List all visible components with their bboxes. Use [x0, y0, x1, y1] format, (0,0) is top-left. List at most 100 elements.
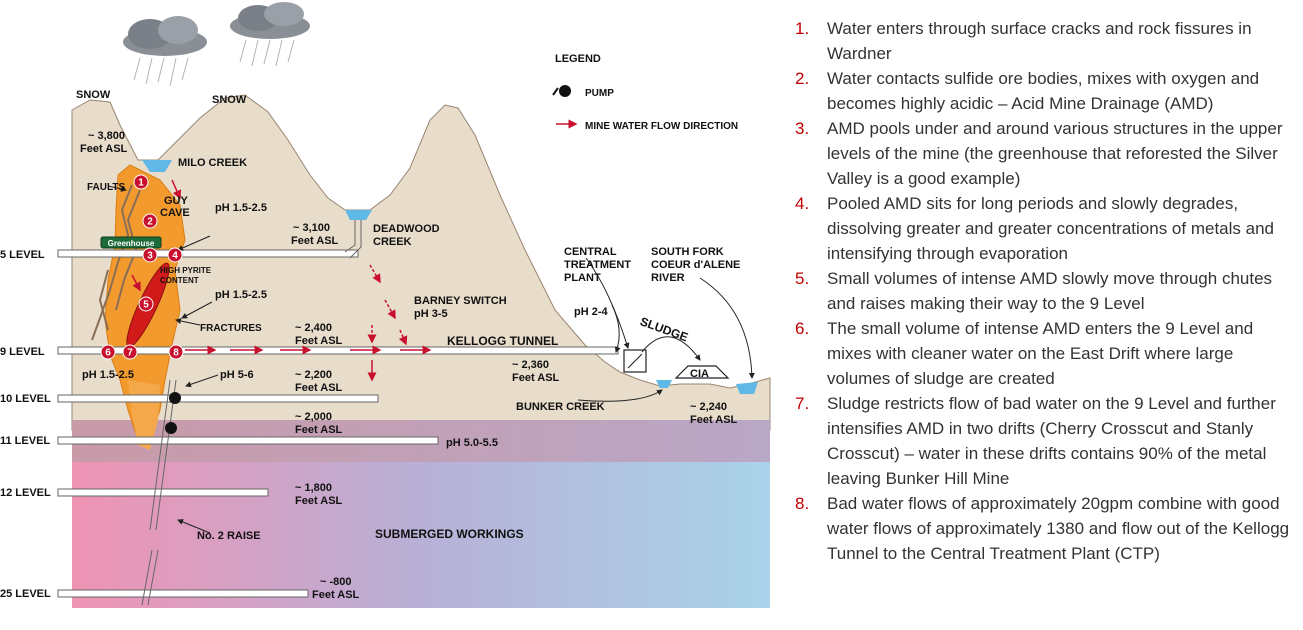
high-pyrite-line2: CONTENT: [160, 276, 199, 285]
marker-label-2: 2: [147, 217, 153, 228]
central-plant-line3: PLANT: [564, 272, 601, 284]
note-item: 3.AMD pools under and around various str…: [795, 116, 1295, 191]
elev-2000-line2: Feet ASL: [295, 424, 343, 436]
level-5-label: 5 LEVEL: [0, 249, 45, 261]
marker-label-4: 4: [172, 251, 178, 262]
level-9-label: 9 LEVEL: [0, 346, 45, 358]
marker-circle-5: [138, 296, 154, 312]
central-plant-line2: TREATMENT: [564, 259, 631, 271]
pointer-lines: [107, 185, 755, 534]
note-text: Water contacts sulfide ore bodies, mixes…: [827, 69, 1260, 113]
marker-label-8: 8: [173, 348, 179, 359]
elev-2240-line1: ~ 2,240: [690, 401, 727, 413]
faults-label: FAULTS: [87, 182, 125, 193]
ph-guy-cave: pH 1.5-2.5: [215, 202, 267, 214]
note-item: 5. Small volumes of intense AMD slowly mo…: [795, 266, 1295, 316]
elev-3800-line1: ~ 3,800: [88, 130, 125, 142]
elev-2200-line2: Feet ASL: [295, 382, 343, 394]
snow-right-label: SNOW: [212, 94, 247, 106]
note-item: 7. Sludge restricts flow of bad water on …: [795, 391, 1295, 491]
ph-5-6: pH 5-6: [220, 369, 254, 381]
marker-label-3: 3: [147, 251, 153, 262]
note-item: 4. Pooled AMD sits for long periods and s…: [795, 191, 1295, 266]
marker-circle-4: [167, 247, 183, 263]
marker-circle-2: [142, 213, 158, 229]
level-25-label: 25 LEVEL: [0, 588, 51, 600]
note-text: Pooled AMD sits for long periods and slo…: [827, 194, 1274, 263]
marker-circle-3: [142, 247, 158, 263]
sludge-arc: [641, 336, 701, 361]
snow-left-label: SNOW: [76, 89, 111, 101]
note-text: Bad water flows of approximately 20gpm c…: [827, 494, 1290, 563]
process-notes-list: 1. Water enters through surface cracks an…: [795, 16, 1295, 566]
cia-label: CIA: [690, 368, 709, 380]
high-pyrite-line1: HIGH PYRITE: [160, 266, 212, 275]
note-number: 1.: [795, 19, 810, 38]
elev-2360-line2: Feet ASL: [512, 372, 560, 384]
elev-800-line2: Feet ASL: [312, 589, 360, 601]
note-number: 8.: [795, 494, 810, 513]
legend-flow-label: MINE WATER FLOW DIRECTION: [585, 121, 738, 132]
greenhouse-box: [100, 236, 162, 249]
rain-cloud-right: [230, 2, 310, 67]
marker-circle-7: [122, 344, 138, 360]
pump-icon: [165, 392, 181, 434]
marker-label-6: 6: [105, 348, 111, 359]
level-10-label: 10 LEVEL: [0, 393, 51, 405]
marker-label-7: 7: [127, 348, 133, 359]
fractures-label: FRACTURES: [200, 323, 262, 334]
deadwood-creek-water: [345, 210, 372, 220]
elev-1800-line1: ~ 1,800: [295, 482, 332, 494]
note-number: 3.: [795, 119, 810, 138]
elev-2400-line2: Feet ASL: [295, 335, 343, 347]
legend-pump-icon: [552, 85, 571, 97]
marker-circle-1: [133, 174, 149, 190]
flow-arrows: [131, 179, 432, 382]
note-text: Small volumes of intense AMD slowly move…: [827, 269, 1273, 313]
greenhouse-label: Greenhouse: [108, 239, 155, 248]
kellogg-tunnel-label: KELLOGG TUNNEL: [447, 334, 558, 348]
marker-circle-6: [100, 344, 116, 360]
marker-label-5: 5: [143, 300, 149, 311]
submerged-region: [72, 462, 770, 608]
south-fork-line3: RIVER: [651, 272, 685, 284]
raise-label: No. 2 RAISE: [197, 530, 261, 542]
rain-cloud-left: [123, 16, 207, 87]
ph-2-4: pH 2-4: [574, 306, 609, 318]
elev-2240-line2: Feet ASL: [690, 414, 738, 426]
note-item: 6. The small volume of intense AMD enters…: [795, 316, 1295, 391]
elev-800-line1: ~ -800: [320, 576, 352, 588]
sludge-label: SLUDGE: [638, 314, 690, 344]
barney-switch-line1: BARNEY SWITCH: [414, 295, 507, 307]
note-number: 5.: [795, 269, 810, 288]
deadwood-line1: DEADWOOD: [373, 223, 440, 235]
deadwood-line2: CREEK: [373, 236, 412, 248]
legend-title: LEGEND: [555, 53, 601, 65]
elev-2360-line1: ~ 2,360: [512, 359, 549, 371]
note-text: Sludge restricts flow of bad water on th…: [827, 394, 1276, 488]
note-item: 2.Water contacts sulfide ore bodies, mix…: [795, 66, 1295, 116]
note-item: 1. Water enters through surface cracks an…: [795, 16, 1295, 66]
guy-cave-line2: CAVE: [160, 207, 190, 219]
submerged-label: SUBMERGED WORKINGS: [375, 527, 524, 541]
note-text: Water enters through surface cracks and …: [827, 19, 1252, 63]
elev-3100-line1: ~ 3,100: [293, 222, 330, 234]
level-12-label: 12 LEVEL: [0, 487, 51, 499]
note-number: 6.: [795, 319, 810, 338]
elev-3800-line2: Feet ASL: [80, 143, 128, 155]
milo-creek-label: MILO CREEK: [178, 157, 247, 169]
note-number: 4.: [795, 194, 810, 213]
ph-pyrite: pH 1.5-2.5: [215, 289, 267, 301]
plant-inner-mark: [627, 353, 643, 369]
note-number: 7.: [795, 394, 810, 413]
south-fork-line2: COEUR d'ALENE: [651, 259, 740, 271]
ground-profile: [71, 94, 771, 431]
level-11-label: 11 LEVEL: [0, 435, 50, 447]
bunker-creek-water: [656, 380, 672, 388]
ph-left-9: pH 1.5-2.5: [82, 369, 134, 381]
central-plant-line1: CENTRAL: [564, 246, 617, 258]
note-text: The small volume of intense AMD enters t…: [827, 319, 1254, 388]
note-item: 8. Bad water flows of approximately 20gpm…: [795, 491, 1295, 566]
barney-switch-line2: pH 3-5: [414, 308, 448, 320]
